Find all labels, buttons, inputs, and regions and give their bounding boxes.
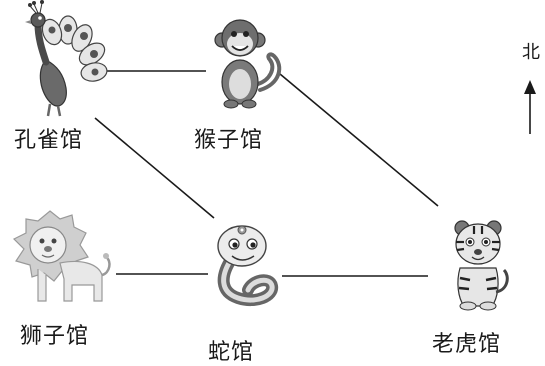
tiger-hall-label: 老虎馆 <box>432 332 502 357</box>
path-lines <box>94 70 439 277</box>
peacock-hall-label: 孔雀馆 <box>14 128 84 153</box>
tiger-icon <box>454 220 509 311</box>
snake-icon <box>217 225 279 307</box>
north-arrow-icon <box>524 80 536 134</box>
north-label: 北 <box>522 42 540 63</box>
monkey-icon <box>214 19 282 109</box>
lion-icon <box>12 210 111 302</box>
path-monkey-tiger <box>279 73 439 207</box>
path-peacock-snake <box>94 117 215 219</box>
lion-hall-label: 狮子馆 <box>20 324 90 349</box>
peacock-icon <box>25 0 108 117</box>
monkey-hall-label: 猴子馆 <box>194 128 264 153</box>
snake-hall-label: 蛇馆 <box>208 340 255 365</box>
